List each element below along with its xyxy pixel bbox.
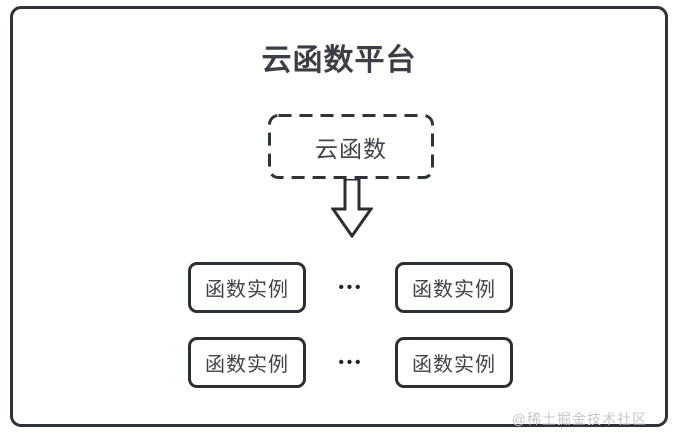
function-instance-box: 函数实例 (395, 337, 513, 388)
cloud-function-node: 云函数 (268, 114, 434, 179)
watermark: @稀土掘金技术社区 (511, 411, 647, 427)
ellipsis-dots: ••• (338, 354, 364, 371)
cloud-function-label: 云函数 (315, 135, 387, 162)
diagram-frame: 云函数平台 云函数 函数实例 ••• 函数实例 函数实例 ••• 函数实例 @稀… (10, 6, 668, 427)
ellipsis-dots: ••• (338, 279, 364, 296)
function-instance-box: 函数实例 (188, 262, 306, 313)
page-title: 云函数平台 (261, 44, 417, 77)
down-arrow-icon (331, 179, 373, 238)
function-instance-box: 函数实例 (395, 262, 513, 313)
dashed-border (268, 114, 434, 179)
function-instance-box: 函数实例 (188, 337, 306, 388)
